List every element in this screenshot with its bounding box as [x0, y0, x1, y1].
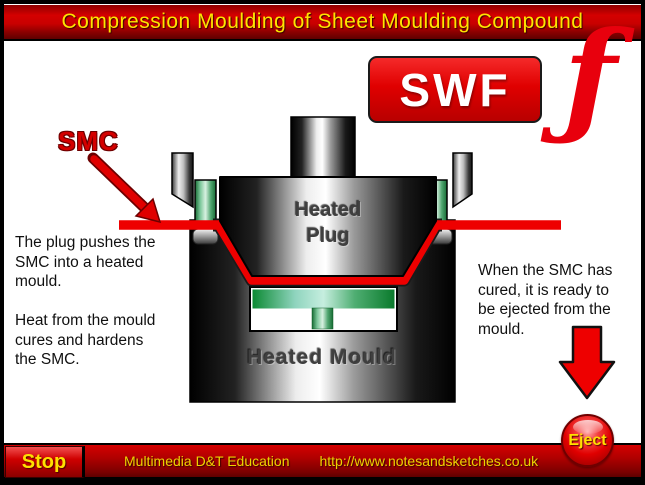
ejector-pin-left: [194, 179, 217, 223]
smc-sheet: [119, 220, 561, 285]
heated-plug-body: [219, 176, 437, 277]
press-ram-shaft: [290, 116, 356, 179]
smc-label: SMC: [58, 126, 119, 156]
guide-pin-right: [452, 152, 473, 209]
ejector-plate: [252, 289, 395, 309]
stop-button-label: Stop: [21, 450, 67, 473]
swf-badge-label: SWF: [399, 63, 511, 116]
footer-credit-line: Multimedia D&T Education http://www.note…: [124, 445, 538, 477]
caption-right: When the SMC has cured, it is ready to b…: [478, 262, 613, 338]
smc-arrowhead: [134, 197, 162, 224]
guide-pin-left: [171, 152, 194, 209]
bottom-bar: Stop Multimedia D&T Education http://www…: [4, 443, 641, 478]
eject-button[interactable]: Eject: [561, 414, 614, 467]
eject-button-label: Eject: [568, 431, 607, 449]
flash-logo-icon: ƒ: [563, 5, 617, 150]
credit-url[interactable]: http://www.notesandsketches.co.uk: [319, 453, 539, 469]
heated-mould-label: Heated Mould: [247, 346, 397, 369]
eject-direction-arrow-icon: [558, 325, 616, 400]
page-title: Compression Moulding of Sheet Moulding C…: [61, 10, 584, 33]
credit-text: Multimedia D&T Education: [124, 453, 290, 469]
swf-badge: SWF: [368, 56, 542, 123]
heated-plug-label: Heated Plug: [294, 199, 362, 247]
smc-arrow-line: [90, 155, 151, 214]
ejector-stem: [311, 307, 334, 330]
stop-button[interactable]: Stop: [5, 446, 85, 478]
title-bar: Compression Moulding of Sheet Moulding C…: [4, 5, 641, 41]
caption-left: The plug pushes the SMC into a heated mo…: [15, 234, 156, 368]
